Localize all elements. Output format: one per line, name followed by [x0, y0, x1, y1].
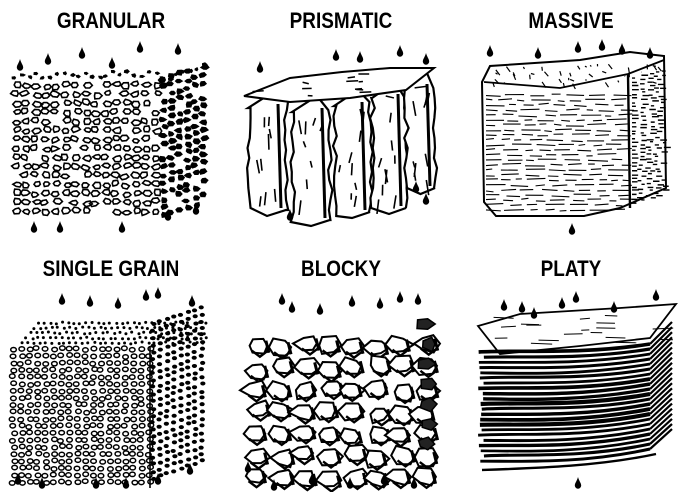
water-drop-icon: [487, 45, 493, 57]
granular-illustration: [0, 38, 222, 238]
water-drop-icon: [189, 295, 195, 307]
water-drop-icon: [155, 287, 161, 299]
water-drop-icon: [357, 51, 363, 63]
water-drop-icon: [599, 39, 605, 51]
cell-granular: GRANULAR: [0, 0, 222, 240]
cell-blocky: BLOCKY: [230, 250, 452, 493]
water-drop-icon: [119, 221, 125, 233]
water-drop-icon: [531, 307, 537, 319]
water-drop-icon: [115, 297, 121, 309]
label-single-grain: SINGLE GRAIN: [16, 256, 207, 282]
soil-block: [269, 426, 289, 442]
blocky-illustration: [230, 284, 452, 492]
label-platy: PLATY: [476, 256, 667, 282]
water-drop-icon: [619, 43, 625, 55]
water-drop-icon: [57, 221, 63, 233]
cell-platy: PLATY: [460, 250, 682, 493]
water-drop-icon: [397, 291, 403, 303]
water-drop-icon: [575, 477, 581, 489]
label-massive: MASSIVE: [476, 8, 667, 34]
cell-prismatic: PRISMATIC: [230, 0, 452, 240]
water-drop-icon: [279, 293, 285, 305]
label-blocky: BLOCKY: [246, 256, 437, 282]
prism-column: [333, 90, 373, 218]
prism-column: [370, 82, 409, 214]
water-drop-icon: [87, 295, 93, 307]
label-granular: GRANULAR: [16, 8, 207, 34]
water-drop-icon: [423, 53, 429, 65]
water-drop-icon: [519, 301, 525, 313]
water-drop-icon: [559, 297, 565, 309]
massive-illustration: [460, 38, 682, 238]
water-drop-icon: [573, 291, 579, 303]
water-drop-icon: [501, 299, 507, 311]
water-drop-icon: [397, 45, 403, 57]
water-drop-icon: [317, 303, 323, 315]
prism-column: [404, 72, 437, 194]
water-drop-icon: [109, 57, 115, 69]
water-drop-icon: [59, 293, 65, 305]
water-drop-icon: [289, 301, 295, 313]
water-drop-icon: [45, 53, 51, 65]
water-drop-icon: [535, 47, 541, 59]
label-prismatic: PRISMATIC: [246, 8, 437, 34]
water-drop-icon: [175, 43, 181, 55]
platy-illustration: [460, 284, 682, 492]
water-drop-icon: [575, 41, 581, 53]
cell-massive: MASSIVE: [460, 0, 682, 240]
water-drop-icon: [653, 289, 659, 301]
single-grain-illustration: [0, 284, 222, 492]
water-drop-icon: [415, 293, 421, 305]
water-drop-icon: [79, 47, 85, 59]
cell-single-grain: SINGLE GRAIN: [0, 250, 222, 493]
water-drop-icon: [31, 221, 37, 233]
water-drop-icon: [257, 61, 263, 73]
water-drop-icon: [137, 41, 143, 53]
soil-block: [244, 426, 266, 440]
water-drop-icon: [569, 223, 575, 235]
water-drop-icon: [377, 297, 383, 309]
prismatic-illustration: [230, 38, 452, 238]
water-drop-icon: [349, 295, 355, 307]
water-drop-icon: [333, 49, 339, 61]
water-drop-icon: [17, 59, 23, 71]
soil-block: [340, 428, 360, 443]
water-drop-icon: [647, 47, 653, 59]
water-drop-icon: [143, 289, 149, 301]
water-drop-icon: [611, 301, 617, 313]
